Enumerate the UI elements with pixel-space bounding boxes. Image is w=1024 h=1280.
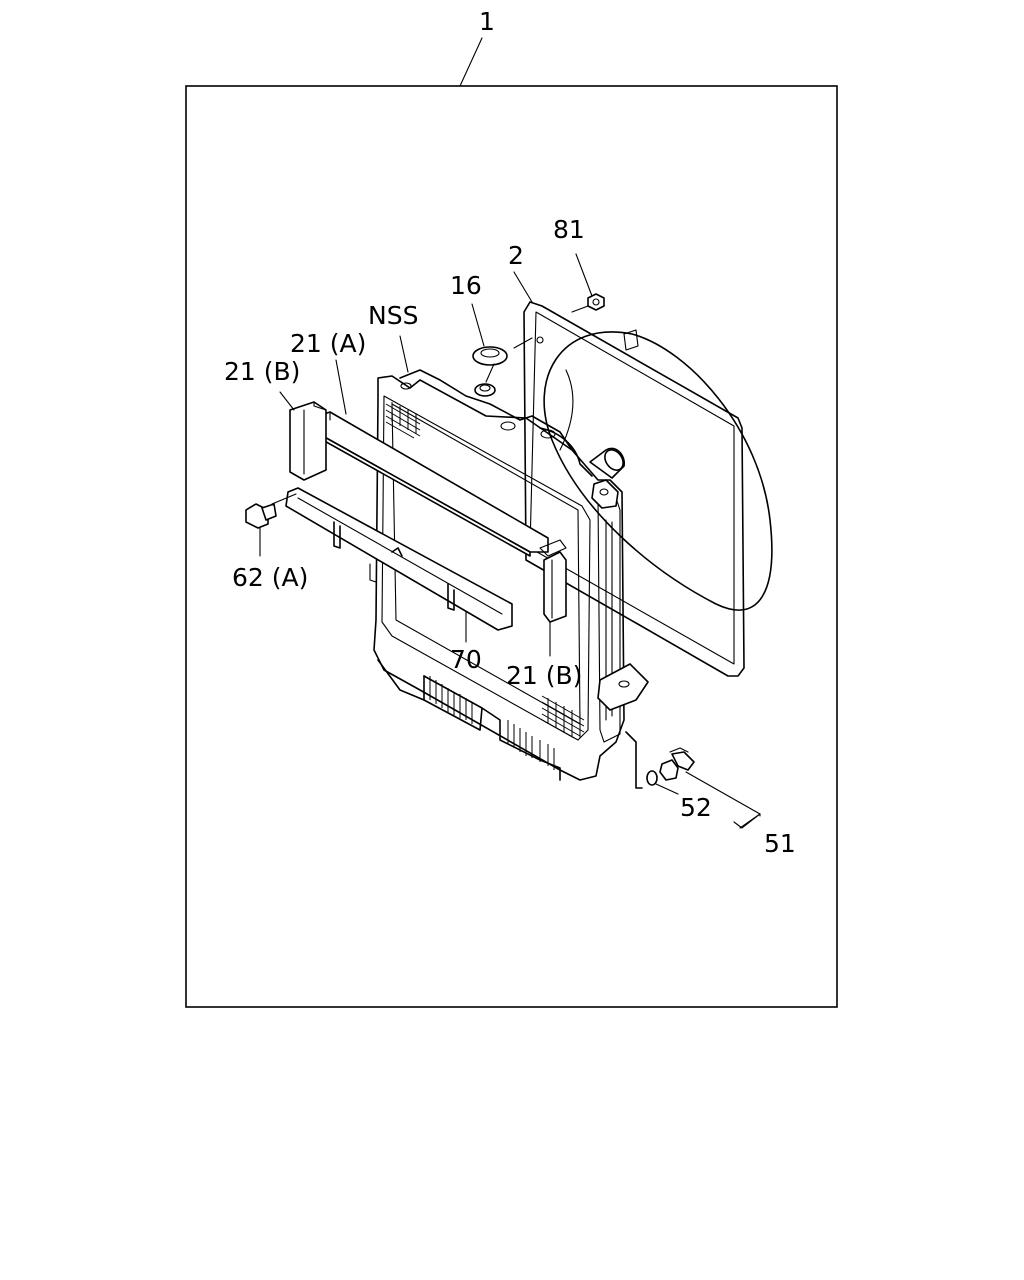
radiator-core bbox=[373, 369, 649, 789]
fan-shroud bbox=[523, 301, 773, 677]
drain-cock-51 bbox=[646, 747, 695, 786]
callout-seal-b-left: 21 (B) bbox=[224, 357, 300, 386]
callout-nut: 81 bbox=[553, 215, 585, 244]
seal-b-right bbox=[543, 551, 567, 623]
callout-assembly: 1 bbox=[479, 7, 495, 36]
callout-drain-cock: 51 bbox=[764, 829, 796, 858]
leader-seal-b-left bbox=[279, 391, 295, 411]
callout-bracket: 70 bbox=[450, 645, 482, 674]
nut-81 bbox=[513, 293, 605, 349]
leader-nss bbox=[399, 335, 409, 373]
callout-washer: 52 bbox=[680, 793, 712, 822]
callout-seal-b-right: 21 (B) bbox=[506, 661, 582, 690]
leader-assembly bbox=[459, 37, 483, 87]
leader-cap bbox=[471, 303, 485, 347]
leader-shroud bbox=[513, 271, 533, 303]
callout-bolt: 62 (A) bbox=[232, 563, 308, 592]
leader-washer bbox=[655, 783, 679, 795]
radiator-cap-16 bbox=[472, 346, 508, 383]
callout-nss: NSS bbox=[368, 301, 418, 330]
leader-nut bbox=[575, 253, 593, 297]
seal-b-left bbox=[289, 401, 327, 481]
diagram-frame bbox=[185, 85, 838, 1008]
callout-cap: 16 bbox=[450, 271, 482, 300]
callout-shroud: 2 bbox=[508, 241, 524, 270]
leader-seal-a bbox=[335, 359, 347, 415]
bolt-62a bbox=[245, 493, 297, 529]
bracket-70 bbox=[285, 487, 513, 631]
callout-seal-a-top: 21 (A) bbox=[290, 329, 366, 358]
